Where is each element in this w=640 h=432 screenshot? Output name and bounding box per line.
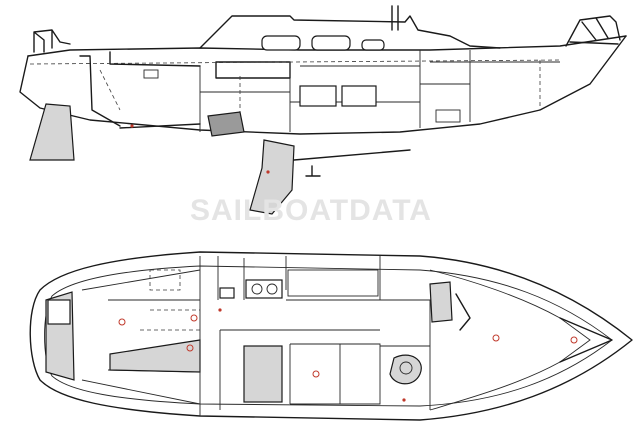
settee-window-2 xyxy=(341,85,377,107)
mast xyxy=(391,5,399,31)
burner-2 xyxy=(266,283,278,295)
plan-view xyxy=(29,251,633,421)
nav-station xyxy=(287,269,379,297)
marker xyxy=(402,398,406,402)
marker xyxy=(118,318,126,326)
saloon xyxy=(219,329,381,410)
portlight-3 xyxy=(361,39,385,51)
marker xyxy=(266,170,270,174)
head-compartment xyxy=(380,299,431,410)
portlight-2 xyxy=(311,35,351,51)
forward-locker xyxy=(429,281,453,323)
burner-1 xyxy=(251,283,263,295)
plan-hull-outline xyxy=(29,251,633,421)
marker xyxy=(312,370,320,378)
profile-markers xyxy=(130,124,270,174)
hull-profile xyxy=(19,35,627,135)
rudder xyxy=(29,103,75,161)
v-berth xyxy=(429,269,591,411)
bulkhead-aft xyxy=(199,256,381,416)
marker xyxy=(130,124,134,128)
prop-shaft xyxy=(119,123,201,129)
stern-pulpit xyxy=(33,29,71,53)
settee-window-1 xyxy=(299,85,337,107)
forward-hatch xyxy=(455,293,471,331)
engine xyxy=(207,111,245,137)
cockpit-locker xyxy=(143,69,159,79)
profile-view xyxy=(19,5,627,215)
stern-locker xyxy=(47,299,71,325)
marker xyxy=(186,344,194,352)
sink xyxy=(219,287,235,299)
keel-floor xyxy=(293,149,411,177)
waterline xyxy=(29,59,561,65)
plan-deck-inner xyxy=(44,265,613,407)
chain-locker xyxy=(559,317,613,363)
keel xyxy=(249,139,295,215)
cabin-trunk xyxy=(199,15,501,49)
marker xyxy=(492,334,500,342)
toilet xyxy=(389,354,422,385)
bow-pulpit xyxy=(565,15,621,47)
toilet-bowl xyxy=(399,361,413,375)
portlight-1 xyxy=(261,35,301,51)
sheer-line xyxy=(27,35,627,57)
cockpit-sole xyxy=(109,339,201,373)
saloon-table xyxy=(243,345,283,403)
cockpit-well xyxy=(79,51,201,127)
watermark: SAILBOATDATA xyxy=(190,194,432,227)
quarter-berth xyxy=(140,269,200,331)
marker xyxy=(570,336,578,344)
plan-markers xyxy=(118,308,578,402)
marker xyxy=(218,308,222,312)
cockpit-outline xyxy=(81,269,201,405)
marker xyxy=(190,314,198,322)
hatch xyxy=(215,61,291,79)
cabinet xyxy=(435,109,461,123)
